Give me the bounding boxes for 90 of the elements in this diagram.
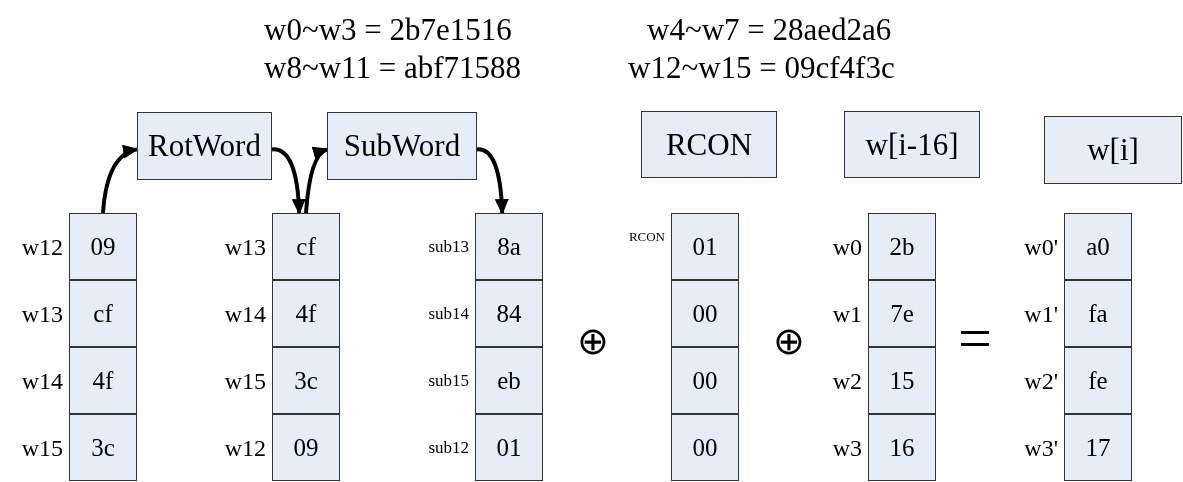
byte-cell bbox=[69, 280, 137, 347]
word-label: w15 bbox=[21, 435, 63, 460]
operation-name: w[i-16] bbox=[865, 126, 959, 163]
operation-name: RCON bbox=[665, 126, 753, 163]
operation-box bbox=[137, 112, 272, 180]
word-label: sub15 bbox=[428, 372, 469, 389]
byte-cell bbox=[1064, 280, 1132, 347]
cell-value: 16 bbox=[889, 433, 915, 462]
cell-value: 7e bbox=[890, 299, 914, 328]
cell-value: 4f bbox=[92, 366, 114, 395]
curved-arrow bbox=[101, 146, 139, 214]
cell-value: 00 bbox=[692, 366, 718, 395]
curved-arrow bbox=[304, 147, 329, 214]
cell-value: 15 bbox=[889, 366, 915, 395]
word-label: w2 bbox=[832, 368, 862, 393]
operation-name: w[i] bbox=[1087, 132, 1139, 168]
curved-arrow bbox=[271, 147, 306, 215]
byte-cell bbox=[1064, 414, 1132, 481]
byte-cell bbox=[671, 213, 739, 280]
equals-sign: = bbox=[958, 308, 992, 368]
byte-cell bbox=[868, 213, 936, 280]
byte-cell bbox=[69, 347, 137, 414]
byte-cell bbox=[671, 414, 739, 481]
equation: w4~w7 = 28aed2a6 bbox=[647, 14, 892, 45]
cell-value: 17 bbox=[1085, 433, 1111, 462]
word-label: w1 bbox=[832, 301, 862, 326]
cell-value: 8a bbox=[497, 232, 521, 261]
word-label: w0 bbox=[832, 234, 862, 259]
word-label: w3 bbox=[832, 435, 862, 460]
cell-value: a0 bbox=[1086, 232, 1110, 261]
cell-value: 01 bbox=[692, 232, 718, 261]
cell-value: 01 bbox=[496, 433, 522, 462]
operation-name: SubWord bbox=[343, 128, 461, 164]
equation: w8~w11 = abf71588 bbox=[264, 52, 521, 83]
word-label: w15 bbox=[224, 368, 266, 393]
cell-value: 09 bbox=[90, 232, 116, 261]
byte-cell bbox=[671, 347, 739, 414]
xor-symbol: ⊕ bbox=[577, 322, 609, 360]
cell-value: 84 bbox=[496, 299, 522, 328]
cell-value: 09 bbox=[293, 433, 319, 462]
word-label: w3' bbox=[1024, 435, 1058, 460]
operation-name: RotWord bbox=[148, 128, 261, 164]
byte-cell bbox=[272, 414, 340, 481]
word-label: w12 bbox=[21, 234, 63, 259]
word-label: sub14 bbox=[428, 305, 469, 322]
operation-box bbox=[844, 111, 980, 178]
equation: w0~w3 = 2b7e1516 bbox=[264, 14, 512, 45]
byte-cell bbox=[475, 347, 543, 414]
word-label: w13 bbox=[21, 301, 63, 326]
cell-value: 00 bbox=[692, 433, 718, 462]
byte-cell bbox=[272, 280, 340, 347]
byte-cell bbox=[475, 213, 543, 280]
cell-value: fe bbox=[1088, 366, 1108, 395]
word-label: w1' bbox=[1024, 301, 1058, 326]
byte-cell bbox=[69, 213, 137, 280]
cell-value: cf bbox=[93, 299, 113, 328]
cell-value: eb bbox=[497, 366, 521, 395]
byte-cell bbox=[868, 347, 936, 414]
byte-cell bbox=[272, 347, 340, 414]
byte-cell bbox=[671, 280, 739, 347]
word-label: w2' bbox=[1024, 368, 1058, 393]
word-label: sub13 bbox=[428, 238, 469, 255]
operation-box bbox=[641, 111, 777, 178]
cell-value: fa bbox=[1088, 299, 1108, 328]
byte-cell bbox=[1064, 347, 1132, 414]
equation: w12~w15 = 09cf4f3c bbox=[628, 52, 895, 83]
cell-value: 00 bbox=[692, 299, 718, 328]
byte-cell bbox=[475, 280, 543, 347]
byte-cell bbox=[1064, 213, 1132, 280]
cell-value: 4f bbox=[295, 299, 317, 328]
byte-cell bbox=[272, 213, 340, 280]
word-label: w12 bbox=[224, 435, 266, 460]
word-label: w0' bbox=[1024, 234, 1058, 259]
operation-box bbox=[327, 112, 477, 180]
curved-arrow bbox=[476, 147, 509, 215]
byte-cell bbox=[868, 280, 936, 347]
word-label: w14 bbox=[224, 301, 266, 326]
cell-value: 3c bbox=[91, 433, 115, 462]
cell-value: 3c bbox=[294, 366, 318, 395]
word-label: w13 bbox=[224, 234, 266, 259]
byte-cell bbox=[475, 414, 543, 481]
byte-cell bbox=[868, 414, 936, 481]
word-label: sub12 bbox=[428, 439, 469, 456]
byte-cell bbox=[69, 414, 137, 481]
cell-value: cf bbox=[296, 232, 316, 261]
xor-symbol: ⊕ bbox=[773, 322, 805, 360]
cell-value: 2b bbox=[889, 232, 915, 261]
word-label: RCON bbox=[628, 230, 665, 243]
word-label: w14 bbox=[21, 368, 63, 393]
operation-box bbox=[1044, 116, 1182, 184]
